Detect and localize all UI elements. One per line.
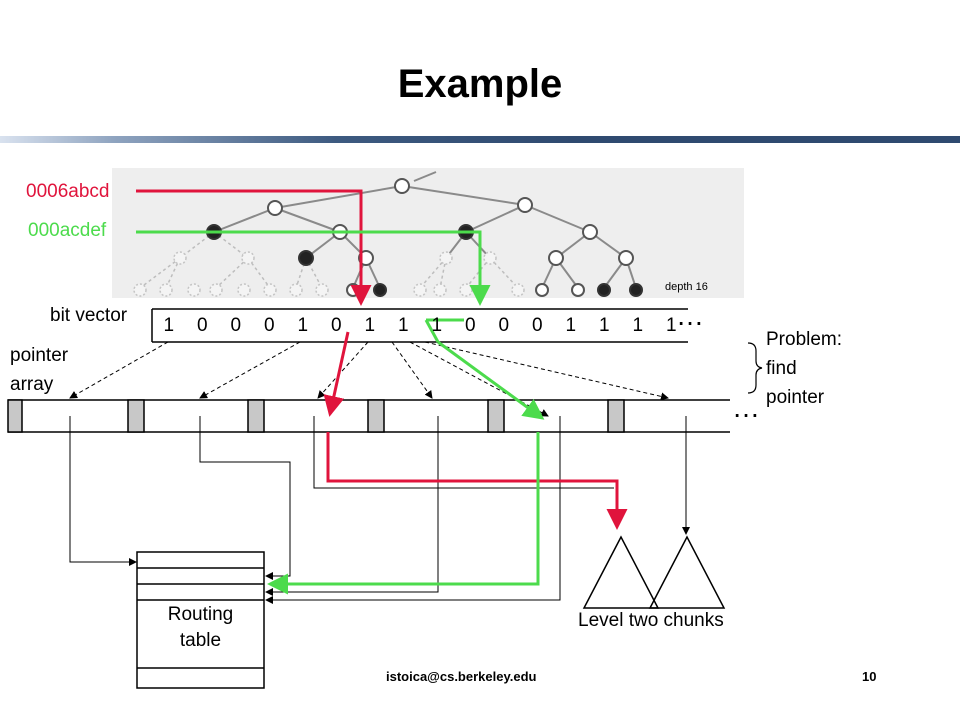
bit-vector-box — [151, 308, 688, 343]
bit-cell: 0 — [263, 315, 275, 336]
pointer-array-ellipsis: … — [732, 392, 761, 423]
routing-table-label-1: Routing — [167, 604, 234, 625]
slide-title: Example — [397, 62, 563, 106]
footer-email: istoica@cs.berkeley.edu — [386, 669, 537, 684]
address-green: 000acdef — [28, 220, 107, 241]
title-divider — [0, 136, 960, 143]
problem-label-3: pointer — [766, 387, 825, 408]
routing-table-label-2: table — [179, 630, 222, 651]
pointer-lines — [69, 416, 690, 604]
bit-cell: 0 — [196, 315, 208, 336]
problem-label-2: find — [766, 358, 797, 379]
level-two-chunks — [582, 535, 726, 609]
routing-table-label: Routing table — [137, 602, 264, 654]
bit-cell: 1 — [632, 315, 644, 336]
routing-table — [136, 551, 265, 689]
bit-vector-label: bit vector — [50, 305, 128, 326]
bit-cell: 0 — [531, 315, 543, 336]
bit-vector-ellipsis: … — [676, 300, 705, 331]
bit-cell: 1 — [397, 315, 409, 336]
pointer-array-label-2: array — [10, 374, 54, 395]
bit-cell: 1 — [565, 315, 577, 336]
tree-leaf-nodes-filled — [206, 224, 643, 297]
pointer-array-label-1: pointer — [10, 345, 69, 366]
bit-to-pointer-arrows — [69, 341, 669, 417]
green-address-path — [136, 230, 545, 595]
depth-label: depth 16 — [665, 281, 708, 293]
bit-vector-cells: 1 0 0 0 1 0 1 1 1 0 0 0 1 1 1 1 — [152, 309, 688, 342]
red-address-path — [136, 189, 628, 530]
bit-cell: 1 — [364, 315, 376, 336]
bit-cell: 1 — [665, 315, 677, 336]
bit-cell: 1 — [297, 315, 309, 336]
address-red: 0006abcd — [26, 181, 110, 202]
pointer-array — [7, 399, 730, 433]
bit-cell: 1 — [431, 315, 443, 336]
bit-cell: 0 — [230, 315, 242, 336]
bit-cell: 1 — [163, 315, 175, 336]
bit-cell: 0 — [330, 315, 342, 336]
footer-page-number: 10 — [862, 669, 877, 684]
problem-brace — [747, 342, 763, 394]
bit-cell: 0 — [464, 315, 476, 336]
level-two-label: Level two chunks — [578, 610, 724, 631]
problem-label-1: Problem: — [766, 329, 843, 350]
tree-nodes-faded — [133, 251, 525, 297]
bit-cell: 1 — [598, 315, 610, 336]
bit-cell: 0 — [498, 315, 510, 336]
